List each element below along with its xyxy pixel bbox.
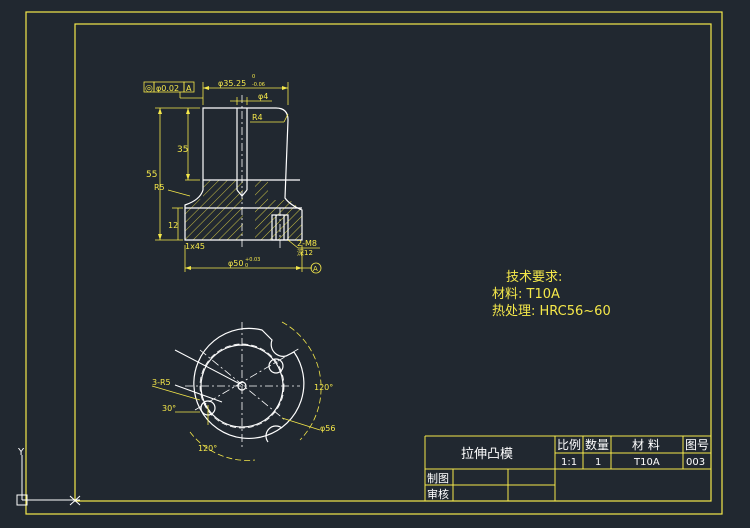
quantity-value: 1	[595, 457, 601, 468]
top-radius-dim: R4	[252, 113, 263, 122]
base-diameter-lower-tol: 0	[245, 263, 248, 269]
pitch-circle-dim: φ56	[320, 424, 335, 433]
upper-height-dim: 35	[177, 145, 188, 155]
thread-callout: 2-M8	[297, 239, 317, 248]
scale-value: 1:1	[561, 457, 577, 468]
tech-req-heat-treatment: 热处理: HRC56~60	[492, 304, 611, 319]
datum-a-label: A	[313, 265, 318, 273]
drawn-by-label: 制图	[427, 472, 449, 485]
base-height-dim: 12	[168, 221, 178, 230]
chamfer-dim: 1x45	[185, 242, 205, 251]
part-name: 拉伸凸模	[461, 447, 513, 462]
angle-30-dim: 30°	[162, 404, 176, 413]
scale-header: 比例	[557, 438, 581, 452]
checked-by-label: 审核	[427, 487, 449, 501]
ucs-y-label: Y	[17, 447, 25, 458]
notch-radius-dim: 3-R5	[152, 378, 171, 387]
concentricity-value: φ0.02	[156, 84, 179, 93]
drawing-number-value: 003	[686, 457, 705, 468]
concentricity-symbol: ◎	[145, 84, 153, 94]
fillet-radius-dim: R5	[154, 183, 165, 192]
angle-120-bottom-dim: 120°	[198, 444, 217, 453]
hole-diameter-dim: φ4	[258, 92, 268, 101]
quantity-header: 数量	[585, 437, 609, 452]
punch-outline	[184, 107, 303, 241]
thread-depth: 深12	[297, 248, 313, 257]
top-diameter-lower-tol: -0.06	[252, 82, 265, 88]
base-diameter-dim: φ50	[228, 259, 243, 268]
title-block	[424, 435, 711, 501]
outer-sheet-border	[25, 11, 723, 515]
overall-height-dim: 55	[146, 170, 157, 180]
base-flange-outline	[193, 327, 305, 439]
drawing-number-header: 图号	[685, 438, 709, 452]
section-hatch-left	[185, 180, 243, 240]
technical-requirements: 技术要求: 材料: T10A 热处理: HRC56~60	[492, 270, 611, 319]
tech-req-heading: 技术要求:	[506, 270, 562, 285]
top-view: 3-R5 30° 120° 120° φ56	[151, 321, 335, 461]
concentricity-datum: A	[186, 84, 192, 93]
inner-sheet-border	[74, 23, 712, 502]
top-diameter-dim: φ35.25	[218, 79, 246, 88]
front-view: ◎ φ0.02 A φ35.25 0 -0.06 φ4 R4 55 35 R5 …	[143, 74, 322, 274]
section-hatch-right	[255, 180, 302, 240]
material-header: 材 料	[632, 438, 660, 452]
top-diameter-upper-tol: 0	[252, 74, 255, 80]
angle-120-right-dim: 120°	[314, 383, 333, 392]
ucs-icon	[16, 455, 81, 506]
base-diameter-upper-tol: +0.03	[245, 257, 260, 263]
tech-req-material: 材料: T10A	[492, 287, 560, 302]
material-value: T10A	[633, 457, 660, 468]
